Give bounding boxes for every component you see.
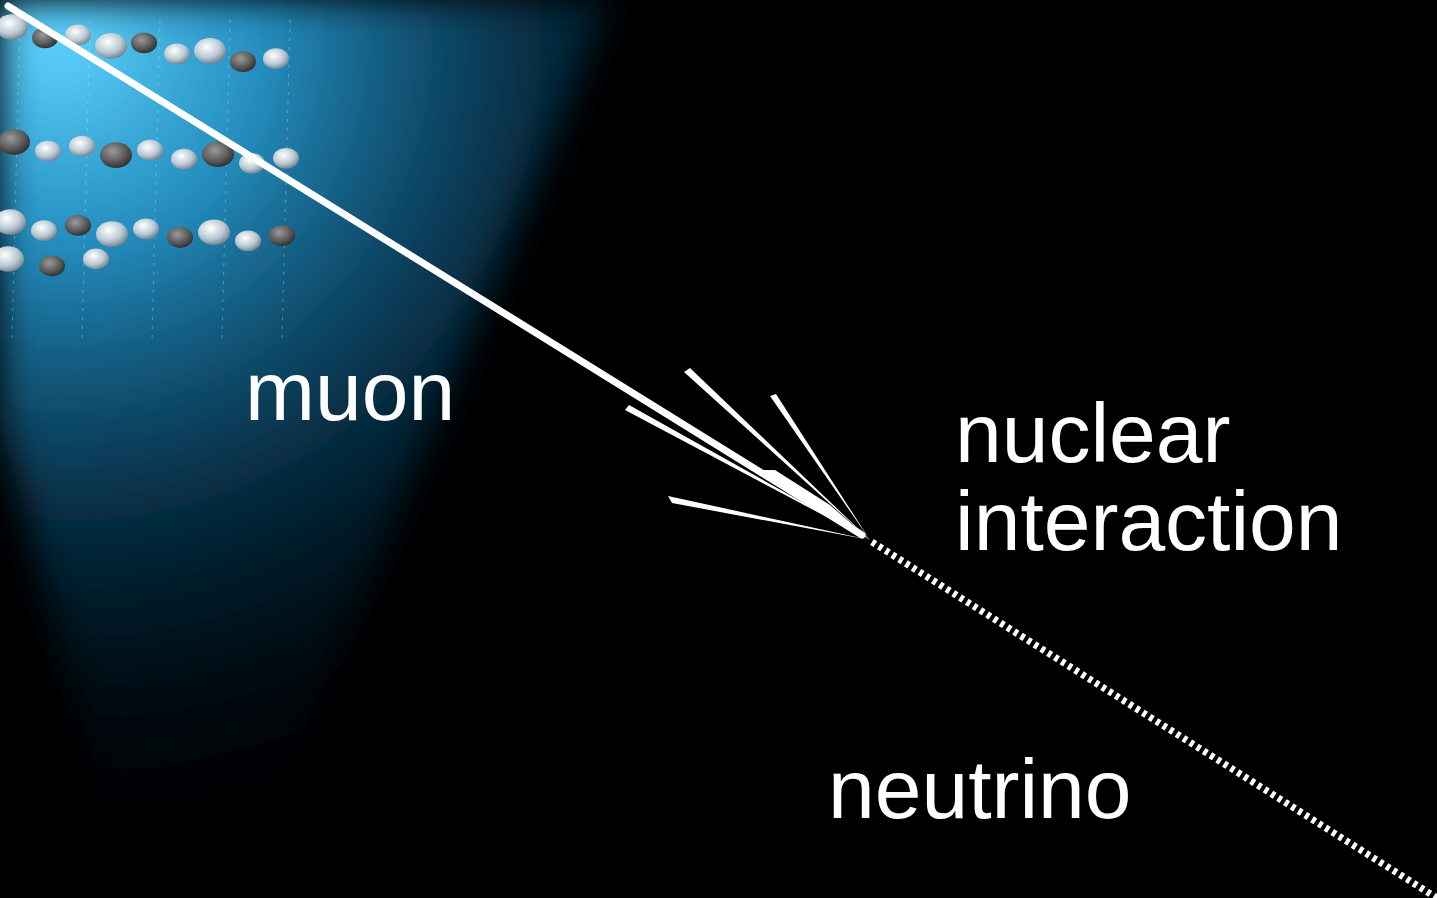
optical-module bbox=[65, 215, 91, 236]
optical-module bbox=[31, 220, 57, 241]
optical-module bbox=[0, 209, 26, 235]
optical-module bbox=[95, 33, 127, 59]
neutrino-track bbox=[872, 542, 1437, 898]
optical-module bbox=[83, 249, 109, 270]
optical-module bbox=[133, 218, 159, 239]
string-line bbox=[222, 20, 230, 340]
optical-module bbox=[164, 43, 190, 64]
optical-module bbox=[35, 141, 61, 162]
light-cone bbox=[0, 0, 610, 860]
optical-module bbox=[171, 149, 197, 170]
optical-module bbox=[235, 231, 261, 252]
optical-module bbox=[39, 256, 65, 277]
detector-modules bbox=[0, 14, 299, 340]
arrow-head bbox=[625, 368, 870, 540]
event-label: nuclear interaction bbox=[955, 389, 1415, 565]
optical-module bbox=[167, 227, 193, 248]
muon-track bbox=[8, 6, 862, 535]
particle-label: neutrino bbox=[828, 741, 1132, 838]
optical-module bbox=[137, 140, 163, 161]
optical-module bbox=[198, 219, 230, 245]
string-line bbox=[12, 20, 20, 340]
optical-module bbox=[69, 136, 95, 157]
optical-module bbox=[0, 246, 24, 272]
optical-module bbox=[263, 48, 289, 69]
optical-module bbox=[273, 148, 299, 169]
particle-label: muon bbox=[245, 343, 455, 440]
string-line bbox=[82, 20, 90, 340]
optical-module bbox=[96, 221, 128, 247]
optical-module bbox=[131, 32, 157, 53]
string-line bbox=[152, 20, 160, 340]
optical-module bbox=[0, 129, 30, 155]
optical-module bbox=[194, 38, 226, 64]
optical-module bbox=[230, 51, 256, 72]
optical-module bbox=[100, 142, 132, 168]
optical-module bbox=[269, 225, 295, 246]
